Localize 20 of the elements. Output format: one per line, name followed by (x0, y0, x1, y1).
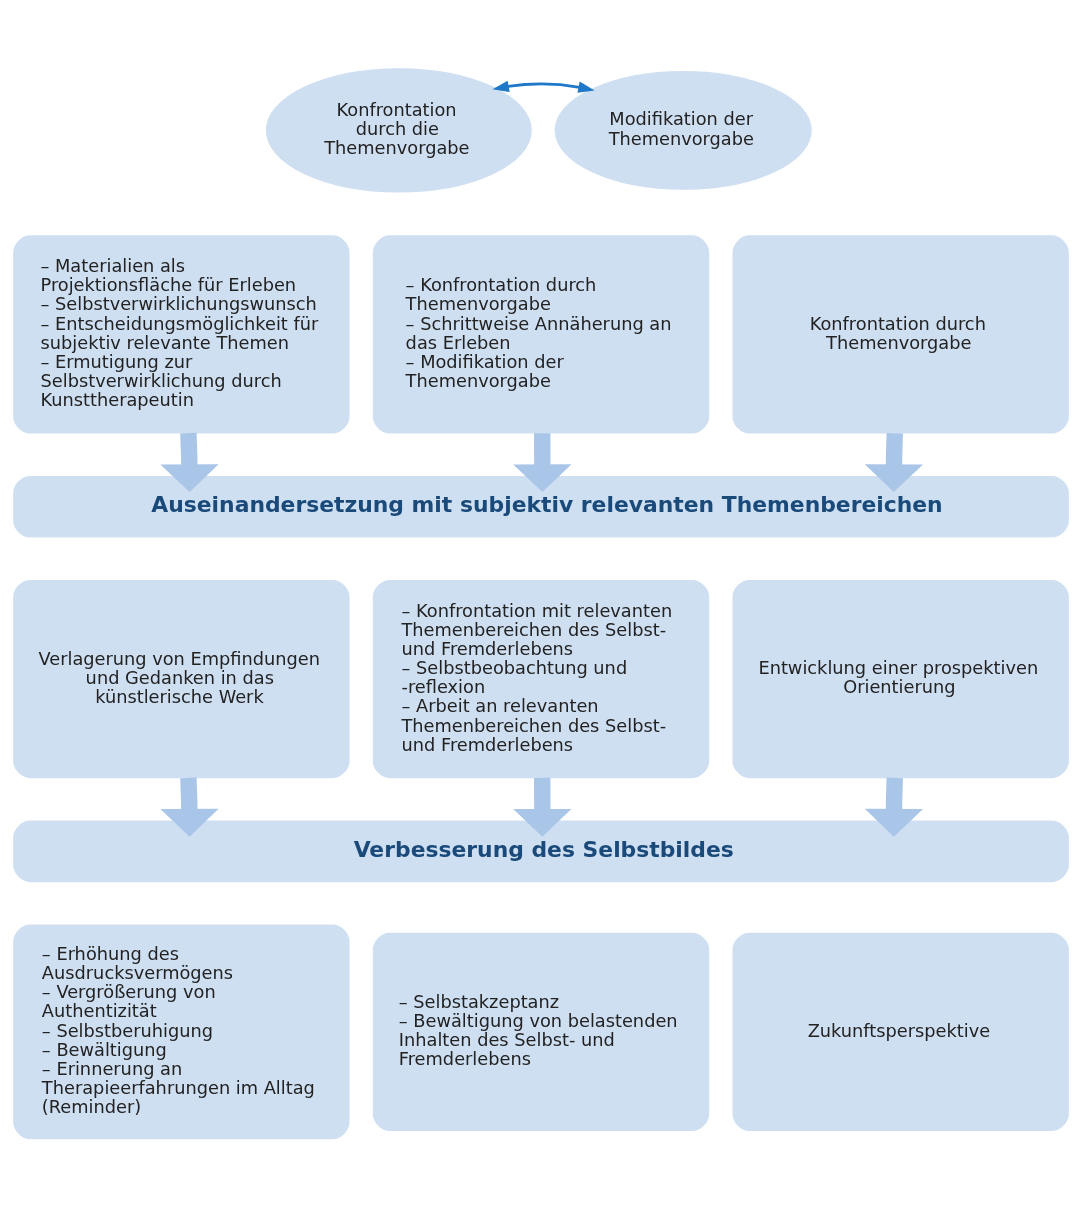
arrow (492, 80, 595, 93)
node-ellipse: Modifikation der Themenvorgabe (554, 70, 812, 190)
arrow (513, 777, 572, 837)
node-box: – Erhöhung des Ausdrucksvermögens – Vergrößerung von Authentizität – Selbstberuhigung – Bewältigung – Erinnerung an Therapieerfahrungen im Alltag (Reminder) (13, 924, 350, 1140)
node-box: Konfrontation durch Themenvorgabe (732, 235, 1069, 434)
node-box: – Selbstakzeptanz – Bewältigung von belastenden Inhalten des Selbst- und Fremderlebens (372, 932, 710, 1131)
node-box: Verbesserung des Selbstbildes (13, 820, 1069, 883)
arrow (160, 432, 219, 493)
arrow (513, 433, 572, 493)
node-box: Auseinandersetzung mit subjektiv relevanten Themenbereichen (13, 476, 1069, 538)
node-ellipse: Konfrontation durch die Themenvorgabe (265, 68, 532, 193)
node-box: – Materialien als Projektionsfläche für Erleben – Selbstverwirklichungswunsch – Entscheidungsmöglichkeit für subjektiv relevante Themen – Ermutigung zur Selbstverwirklichung durch Kunsttherapeutin (13, 235, 350, 434)
node-box: Verlagerung von Empfindungen und Gedanken in das künstlerische Werk (13, 579, 350, 779)
arrow (160, 777, 219, 837)
node-box: Entwicklung einer prospektiven Orientierung (732, 579, 1069, 779)
node-box: – Konfrontation mit relevanten Themenbereichen des Selbst- und Fremderlebens – Selbstbeobachtung und -reflexion – Arbeit an relevanten Themenbereichen des Selbst- und Fremderlebens (372, 579, 710, 779)
node-box: Zukunftsperspektive (732, 932, 1069, 1131)
node-box: – Konfrontation durch Themenvorgabe – Schrittweise Annäherung an das Erleben – Modifikation der Themenvorgabe (372, 235, 710, 434)
arrow (864, 432, 923, 493)
arrow (864, 777, 923, 837)
